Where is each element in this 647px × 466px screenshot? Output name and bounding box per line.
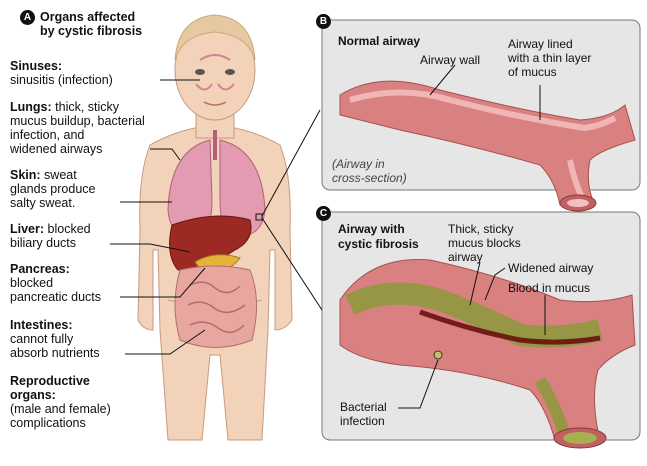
- bacterial-label-2: infection: [340, 414, 385, 428]
- pancreas-heading: Pancreas:: [10, 262, 70, 276]
- panel-a-title-line2: by cystic fibrosis: [40, 24, 142, 38]
- badge-a: A: [20, 10, 35, 25]
- liver-line1: Liver: blocked: [10, 222, 91, 236]
- pancreas-text-2: pancreatic ducts: [10, 290, 101, 304]
- panel-c-title-2: cystic fibrosis: [338, 237, 419, 251]
- right-eye: [225, 69, 235, 75]
- pancreas-text-1: blocked: [10, 276, 53, 290]
- lined-label-2: with a thin layer: [508, 51, 591, 65]
- lungs-line1: Lungs: thick, sticky: [10, 100, 119, 114]
- liver-text-2: biliary ducts: [10, 236, 76, 250]
- lined-label-1: Airway lined: [508, 37, 573, 51]
- mucus-label-2: mucus blocks: [448, 236, 521, 250]
- panel-b-title: Normal airway: [338, 34, 420, 48]
- lungs-text-1: thick, sticky: [55, 100, 119, 114]
- lungs-heading: Lungs:: [10, 100, 52, 114]
- intestines-text-1: cannot fully: [10, 332, 73, 346]
- skin-text-3: salty sweat.: [10, 196, 75, 210]
- panel-a-title-line1: Organs affected: [40, 10, 135, 24]
- lungs-text-3: infection, and: [10, 128, 84, 142]
- skin-text-1: sweat: [44, 168, 77, 182]
- badge-c: C: [316, 206, 331, 221]
- skin-text-2: glands produce: [10, 182, 95, 196]
- bacteria-dot: [434, 351, 442, 359]
- reproductive-text-2: complications: [10, 416, 86, 430]
- skin-heading: Skin:: [10, 168, 41, 182]
- airway-wall-label: Airway wall: [420, 53, 480, 67]
- reproductive-heading-2: organs:: [10, 388, 56, 402]
- intestines-text-2: absorb nutrients: [10, 346, 100, 360]
- lungs-text-2: mucus buildup, bacterial: [10, 114, 145, 128]
- reproductive-text-1: (male and female): [10, 402, 111, 416]
- panel-c-title-1: Airway with: [338, 222, 405, 236]
- sinuses-text: sinusitis (infection): [10, 73, 113, 87]
- widened-airway-label: Widened airway: [508, 261, 593, 275]
- lined-label-3: of mucus: [508, 65, 557, 79]
- skin-line1: Skin: sweat: [10, 168, 77, 182]
- liver-heading: Liver:: [10, 222, 44, 236]
- blood-in-mucus-label: Blood in mucus: [508, 281, 590, 295]
- mucus-label-3: airway: [448, 250, 483, 264]
- liver-text-1: blocked: [48, 222, 91, 236]
- sinuses-heading: Sinuses:: [10, 59, 62, 73]
- mucus-label-1: Thick, sticky: [448, 222, 513, 236]
- cross-section-note-1: (Airway in: [332, 157, 385, 171]
- lungs-text-4: widened airways: [10, 142, 102, 156]
- intestines-shape: [175, 266, 257, 348]
- badge-b: B: [316, 14, 331, 29]
- bacterial-label-1: Bacterial: [340, 400, 387, 414]
- reproductive-heading-1: Reproductive: [10, 374, 90, 388]
- left-eye: [195, 69, 205, 75]
- intestines-heading: Intestines:: [10, 318, 73, 332]
- cross-section-note-2: cross-section): [332, 171, 407, 185]
